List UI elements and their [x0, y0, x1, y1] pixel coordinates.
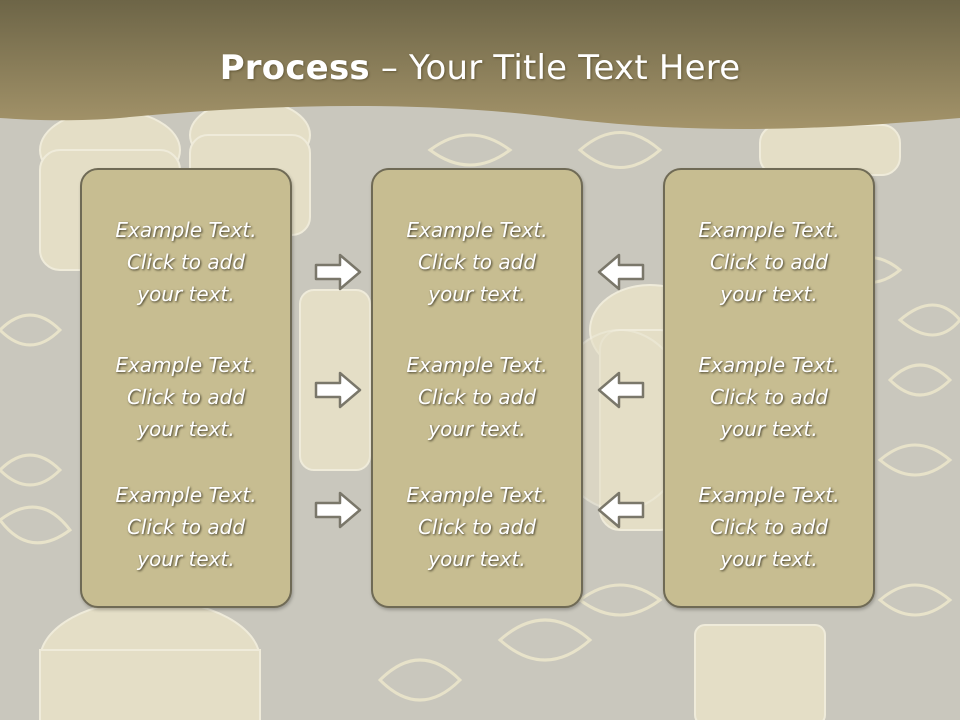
arrow-left-icon	[597, 491, 645, 529]
arrow-left-icon	[597, 253, 645, 291]
text-line: your text.	[720, 547, 818, 571]
text-block[interactable]: Example Text. Click to add your text.	[82, 479, 290, 575]
right-panel[interactable]: Example Text. Click to add your text. Ex…	[663, 168, 875, 608]
text-line: Click to add	[709, 250, 829, 274]
text-line: Example Text.	[406, 483, 548, 507]
text-block[interactable]: Example Text. Click to add your text.	[665, 479, 873, 575]
text-line: your text.	[428, 417, 526, 441]
text-block[interactable]: Example Text. Click to add your text.	[373, 479, 581, 575]
text-line: Example Text.	[698, 483, 840, 507]
text-line: Example Text.	[406, 353, 548, 377]
slide-title-bold: Process	[219, 48, 370, 88]
text-block[interactable]: Example Text. Click to add your text.	[82, 214, 290, 310]
text-line: your text.	[428, 282, 526, 306]
text-line: Click to add	[126, 250, 246, 274]
arrow-right-icon	[314, 253, 362, 291]
text-line: Click to add	[126, 515, 246, 539]
text-line: Example Text.	[406, 218, 548, 242]
arrow-right-icon	[314, 371, 362, 409]
center-panel[interactable]: Example Text. Click to add your text. Ex…	[371, 168, 583, 608]
text-line: Click to add	[709, 515, 829, 539]
text-block[interactable]: Example Text. Click to add your text.	[373, 214, 581, 310]
text-line: Example Text.	[115, 353, 257, 377]
text-line: Click to add	[417, 385, 537, 409]
text-block[interactable]: Example Text. Click to add your text.	[82, 349, 290, 445]
text-line: your text.	[137, 282, 235, 306]
text-line: your text.	[137, 547, 235, 571]
text-line: Click to add	[417, 515, 537, 539]
text-line: your text.	[720, 417, 818, 441]
text-block[interactable]: Example Text. Click to add your text.	[665, 349, 873, 445]
slide-title-rest: – Your Title Text Here	[369, 48, 741, 88]
slide-title[interactable]: Process – Your Title Text Here	[0, 48, 960, 88]
text-line: Example Text.	[698, 218, 840, 242]
text-line: your text.	[137, 417, 235, 441]
left-panel[interactable]: Example Text. Click to add your text. Ex…	[80, 168, 292, 608]
text-line: your text.	[428, 547, 526, 571]
text-line: Click to add	[417, 250, 537, 274]
text-line: Click to add	[709, 385, 829, 409]
text-line: Click to add	[126, 385, 246, 409]
text-line: Example Text.	[698, 353, 840, 377]
text-line: your text.	[720, 282, 818, 306]
arrow-left-icon	[597, 371, 645, 409]
text-block[interactable]: Example Text. Click to add your text.	[373, 349, 581, 445]
arrow-right-icon	[314, 491, 362, 529]
text-line: Example Text.	[115, 483, 257, 507]
text-block[interactable]: Example Text. Click to add your text.	[665, 214, 873, 310]
text-line: Example Text.	[115, 218, 257, 242]
